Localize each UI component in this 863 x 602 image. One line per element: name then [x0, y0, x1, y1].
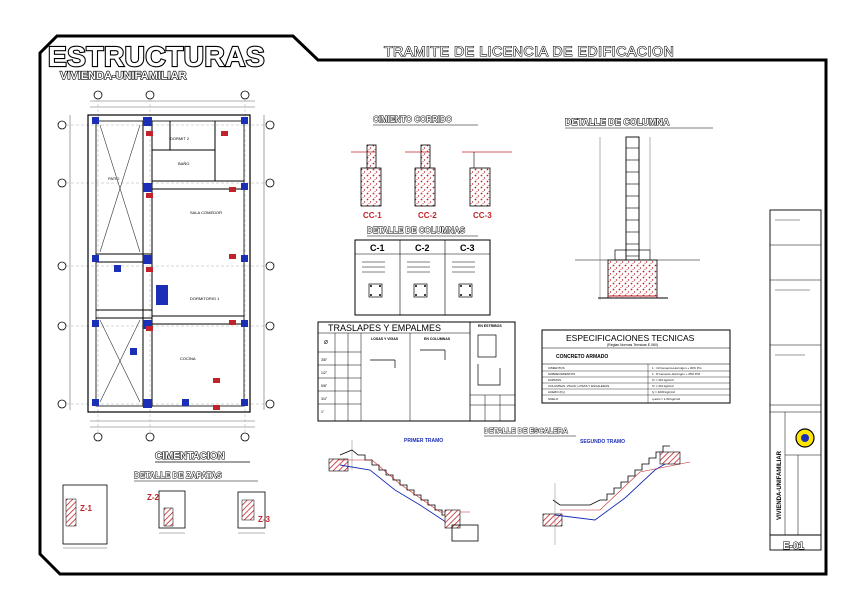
sheet-number: E-01 [783, 541, 805, 552]
svg-text:BAÑO: BAÑO [178, 161, 189, 166]
zapata-3-label: Z-3 [258, 515, 271, 524]
traslapes-columnas-header: EN COLUMNAS [424, 337, 451, 341]
primer-tramo-title: PRIMER TRAMO [404, 438, 443, 444]
specs-section: CONCRETO ARMADO [556, 354, 608, 360]
spec-row-4-value: f'c = 210 kg/cm2 [652, 384, 674, 388]
procedure-title: TRAMITE DE LICENCIA DE EDIFICACION [384, 43, 674, 59]
segundo-tramo-title: SEGUNDO TRAMO [580, 439, 625, 445]
traslapes-row-4: 3/4" [321, 397, 328, 401]
spec-row-3-value: f'c = 210 kg/cm2 [652, 378, 674, 382]
traslapes-row-3: 5/8" [321, 384, 328, 388]
cc-2-label: CC-2 [418, 211, 437, 220]
spec-row-3-label: ZAPATAS [548, 378, 561, 382]
project-name-vertical: VIVIENDA-UNIFAMILIAR [777, 450, 783, 520]
sheet-title: ESTRUCTURAS [48, 41, 265, 72]
svg-text:COCINA: COCINA [180, 356, 196, 361]
cc-3-label: CC-3 [473, 211, 492, 220]
cimiento-corrido-title: CIMIENTO CORRIDO [373, 115, 452, 124]
specs-table: ESPECIFICACIONES TECNICAS (Reglas Normas… [541, 329, 731, 404]
stair-second-flight [542, 445, 691, 545]
col-c2-header: C-2 [415, 243, 430, 253]
spec-row-5-value: fy = 4200 kg/cm2 [652, 390, 675, 394]
detalle-zapatas-title: DETALLE DE ZAPATAS [134, 471, 223, 480]
spec-row-4-label: COLUMNAS, VIGAS, LOSAS Y ESCALERAS [548, 384, 609, 388]
cimiento-sections: CC-1 CC-2 CC-3 [351, 144, 512, 220]
zapatas-details: Z-1 Z-2 Z-3 [62, 484, 271, 549]
column-elevation [575, 136, 700, 300]
specs-title: ESPECIFICACIONES TECNICAS [566, 333, 695, 343]
detalle-columna-title: DETALLE DE COLUMNA [565, 117, 670, 127]
estribos-header: EN ESTRIBOS [478, 324, 502, 328]
spec-row-1-value: 1 : 10 Cemento-Hormigon + 30% P.G [652, 366, 702, 370]
spec-row-1-label: CIMIENTOS [548, 366, 565, 370]
traslapes-row-5: 1" [321, 410, 325, 414]
col-c3-header: C-3 [460, 243, 475, 253]
zapata-2-label: Z-2 [147, 493, 160, 502]
svg-text:DORMIT 2: DORMIT 2 [170, 136, 190, 141]
cc-1-label: CC-1 [363, 211, 382, 220]
zapata-1-label: Z-1 [80, 504, 93, 513]
traslapes-row-2: 1/2" [321, 371, 328, 375]
traslapes-row-1: 3/8" [321, 358, 328, 362]
spec-row-2-label: SOBRECIMIENTOS [548, 372, 575, 376]
sheet-subtitle: VIVIENDA-UNIFAMILIAR [60, 70, 187, 82]
svg-text:DORMITORIO 1: DORMITORIO 1 [190, 296, 220, 301]
traslapes-losas-header: LOSAS Y VIGAS [371, 337, 399, 341]
stair-first-flight [328, 440, 479, 542]
svg-text:PATIO: PATIO [108, 176, 119, 181]
foundation-plan: DORMIT 2 BAÑO SALA COMEDOR DORMITORIO 1 … [57, 90, 275, 442]
spec-row-6-label: SUELO [548, 397, 559, 401]
detalle-columnas-title: DETALLE DE COLUMNAS [367, 226, 466, 235]
svg-text:SALA COMEDOR: SALA COMEDOR [190, 210, 222, 215]
traslapes-table: TRASLAPES Y EMPALMES Ø LOSAS Y VIGAS EN … [317, 321, 516, 422]
col-c1-header: C-1 [370, 243, 385, 253]
cimentacion-title: CIMENTACION [155, 451, 225, 462]
sheet-border [38, 34, 828, 576]
spec-row-5-label: ACERO (Fy) [548, 390, 565, 394]
columns-table: C-1 C-2 C-3 [354, 239, 491, 316]
traslapes-phi-header: Ø [324, 340, 328, 346]
spec-row-6-value: q adm = 1.00 kg/cm2 [652, 397, 680, 401]
spec-row-2-value: 1 : 8 Cemento-Hormigon + 25% P.M [652, 372, 701, 376]
detalle-escalera-title: DETALLE DE ESCALERA [484, 428, 568, 435]
traslapes-title: TRASLAPES Y EMPALMES [328, 323, 441, 333]
specs-subtitle: (Reglas Normas Tecnicas E.060) [607, 343, 658, 347]
title-block: VIVIENDA-UNIFAMILIAR E-01 [769, 209, 822, 553]
